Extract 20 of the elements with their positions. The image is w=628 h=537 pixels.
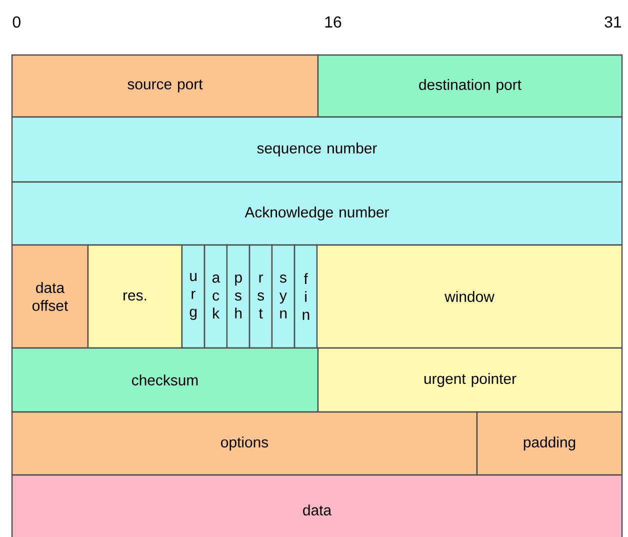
field-box: res. [87, 244, 183, 349]
bit-number: 0 [12, 16, 20, 28]
bit-number: 16 [325, 16, 342, 28]
field-box: data offset [11, 244, 89, 349]
field-box: data [11, 474, 623, 537]
field-box: window [316, 244, 623, 349]
field-box: Acknowledge number [11, 181, 623, 246]
field-box: source port [11, 54, 319, 118]
field-box: padding [476, 411, 623, 476]
field-box: destination port [317, 54, 623, 118]
field-box: checksum [11, 347, 319, 413]
field-box: sequence number [11, 116, 623, 183]
field-box: a c k [204, 244, 228, 349]
field-box: r s t [248, 244, 273, 349]
field-box: u r g [181, 244, 206, 349]
field-box: f i n [294, 244, 318, 349]
field-box: s y n [271, 244, 296, 349]
bit-number: 31 [604, 16, 622, 28]
field-box: p s h [226, 244, 250, 349]
field-box: urgent pointer [317, 347, 623, 413]
